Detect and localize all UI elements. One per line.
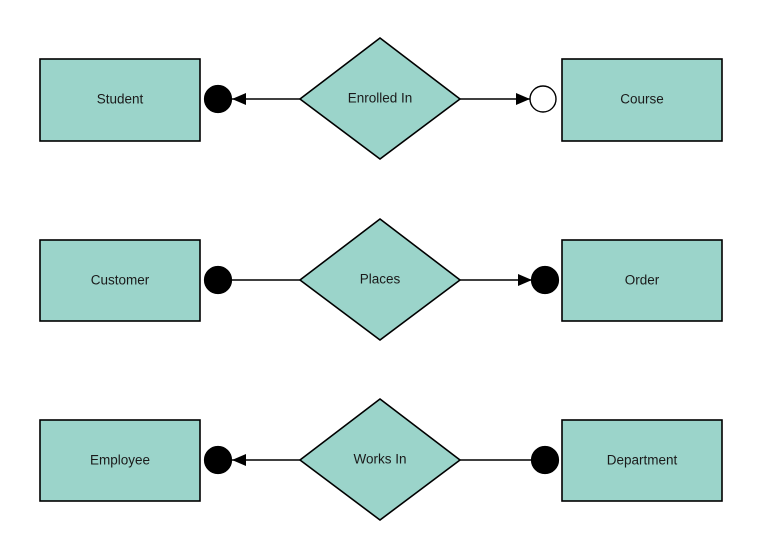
relationship-works-in[interactable] [298,397,462,521]
cardinality-marker-right-row-3 [530,445,560,475]
cardinality-marker-left-row-2 [203,265,233,295]
relationship-row-2: Customer Places Order [39,217,723,341]
entity-customer-label: Customer [91,273,150,288]
relationship-works-in-label: Works In [353,452,406,467]
entity-course-label: Course [620,92,664,107]
entity-order[interactable] [561,239,723,322]
arrowhead-left-row-3 [232,454,246,466]
relationship-places[interactable] [298,217,462,341]
entity-department-label: Department [607,453,678,468]
entity-student[interactable] [39,58,201,142]
entity-student-label: Student [97,92,144,107]
cardinality-marker-right-row-2 [530,265,560,295]
arrowhead-right-row-2 [518,274,532,286]
entity-employee-label: Employee [90,453,150,468]
entity-department[interactable] [561,419,723,502]
relationship-places-label: Places [360,272,401,287]
relationship-enrolled-in[interactable] [298,36,462,160]
cardinality-marker-left-row-3 [203,445,233,475]
arrowhead-right-row-1 [516,93,530,105]
relationship-row-1: Student Enrolled In Course [39,36,723,160]
relationship-enrolled-in-label: Enrolled In [348,91,413,106]
entity-order-label: Order [625,273,660,288]
entity-customer[interactable] [39,239,201,322]
relationship-row-3: Employee Works In Department [39,397,723,521]
entity-employee[interactable] [39,419,201,502]
cardinality-marker-left-row-1 [203,84,233,114]
entity-course[interactable] [561,58,723,142]
arrowhead-left-row-1 [232,93,246,105]
cardinality-marker-right-row-1 [529,85,557,113]
